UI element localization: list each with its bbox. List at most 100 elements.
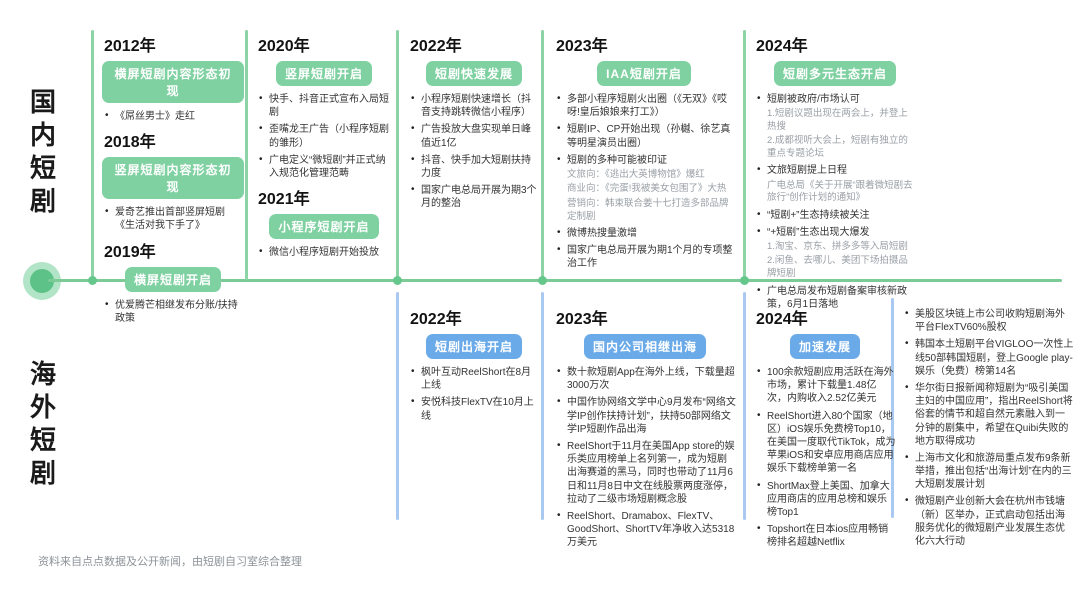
branch-top-2023	[541, 30, 544, 280]
event-list: 美股区块链上市公司收购短剧海外平台FlexTV60%股权韩国本土短剧平台VIGL…	[902, 307, 1074, 548]
year-label: 2023年	[556, 311, 608, 328]
column-domestic-2022: 2022年短剧快速发展小程序短剧快速增长（抖音支持跳转微信小程序）广告投放大盘实…	[408, 32, 540, 216]
event-list: 枫叶互动ReelShort在8月上线安悦科技FlexTV在10月上线	[408, 365, 540, 423]
column-overseas-2024: 2024年加速发展100余款短剧应用活跃在海外市场，累计下载量1.48亿次，内购…	[754, 305, 896, 554]
event-item: 爱奇艺推出首部竖屏短剧《生活对我下手了》	[105, 205, 244, 232]
event-item: 微博热搜量激增	[557, 226, 734, 240]
event-item: ReelShort、Dramabox、FlexTV、GoodShort、Shor…	[557, 509, 736, 550]
milestone-badge: 短剧出海开启	[425, 334, 522, 359]
milestone-badge: 短剧多元生态开启	[773, 61, 896, 86]
event-item: 广电总局发布短剧备案审核新政策，6月1日落地	[757, 284, 916, 311]
branch-top-2020	[245, 30, 248, 280]
event-text: 上海市文化和旅游局重点发布9条新举措，推出包括“出海计划”在内的三大短剧发展计划	[915, 452, 1072, 491]
event-item: 枫叶互动ReelShort在8月上线	[411, 365, 540, 392]
event-text: 多部小程序短剧火出圈（《无双》《哎呀!皇后娘娘来打工》）	[567, 94, 727, 119]
event-text: 安悦科技FlexTV在10月上线	[421, 397, 534, 422]
column-overseas-2024-continued: 美股区块链上市公司收购短剧海外平台FlexTV60%股权韩国本土短剧平台VIGL…	[902, 307, 1074, 553]
year-label: 2024年	[756, 311, 808, 328]
event-text: “短剧+”生态持续被关注	[767, 209, 870, 221]
event-text: 快手、抖音正式宣布入局短剧	[269, 94, 389, 119]
event-text: 华尔街日报新闻称短剧为“吸引美国主妇的中国应用”，指出ReelShort将俗套的…	[915, 382, 1073, 447]
event-text: Topshort在日本ios应用畅销榜排名超越Netflix	[767, 524, 889, 549]
event-item: 国家广电总局开展为期1个月的专项整治工作	[557, 243, 734, 270]
event-item: 优爱腾芒相继发布分账/扶持政策	[105, 298, 244, 325]
event-item: 短剧被政府/市场认可 1.短剧议题出现在两会上，并登上热搜 2.成都视听大会上，短剧…	[757, 92, 916, 160]
axis-node-2023	[538, 276, 547, 285]
event-item: 小程序短剧快速增长（抖音支持跳转微信小程序）	[411, 92, 540, 119]
event-text: 微信小程序短剧开始投放	[269, 247, 379, 259]
event-text: 歪嘴龙王广告（小程序短剧的雏形）	[269, 124, 389, 149]
event-list: 数十款短剧App在海外上线，下载量超3000万次中国作协网络文学中心9月发布“网…	[554, 365, 736, 550]
event-text: 韩国本土短剧平台VIGLOO一次性上线50部韩国短剧，登上Google play…	[915, 339, 1074, 377]
event-item: 数十款短剧App在海外上线，下载量超3000万次	[557, 365, 736, 392]
event-text: 枫叶互动ReelShort在8月上线	[421, 367, 532, 392]
year-label: 2019年	[104, 243, 156, 261]
event-text: ReelShort进入80个国家（地区）iOS娱乐免费榜Top10，在美国一度取…	[767, 410, 896, 475]
event-list: 短剧被政府/市场认可 1.短剧议题出现在两会上，并登上热搜 2.成都视听大会上，短剧…	[754, 92, 916, 311]
event-text: 中国作协网络文学中心9月发布“网络文学IP创作扶持计划”，扶持50部网络文学IP…	[567, 397, 736, 435]
event-item: 歪嘴龙王广告（小程序短剧的雏形）	[259, 122, 392, 149]
axis-node-start	[88, 276, 97, 285]
milestone-badge: 加速发展	[789, 334, 860, 359]
event-subnote: 1.短剧议题出现在两会上，并登上热搜	[767, 108, 908, 132]
event-item: 快手、抖音正式宣布入局短剧	[259, 92, 392, 119]
event-item: 中国作协网络文学中心9月发布“网络文学IP创作扶持计划”，扶持50部网络文学IP…	[557, 395, 736, 436]
axis-node-2022	[393, 276, 402, 285]
event-item: 多部小程序短剧火出圈（《无双》《哎呀!皇后娘娘来打工》）	[557, 92, 734, 119]
event-item: Topshort在日本ios应用畅销榜排名超越Netflix	[757, 522, 896, 549]
event-text: 短剧的多种可能被印证	[567, 154, 667, 166]
milestone-badge: 横屏短剧内容形态初现	[102, 61, 244, 103]
branch-bottom-2024	[743, 292, 746, 520]
year-label: 2023年	[556, 38, 608, 55]
event-list: 小程序短剧快速增长（抖音支持跳转微信小程序） 广告投放大盘实现单日峰值近1亿抖音、…	[408, 92, 540, 211]
branch-top-2024	[743, 30, 746, 280]
event-text: 微博热搜量激增	[567, 228, 637, 240]
overseas-drama-label: 海外短剧	[29, 359, 56, 488]
column-domestic-2024: 2024年短剧多元生态开启短剧被政府/市场认可 1.短剧议题出现在两会上，并登上热…	[754, 32, 916, 316]
branch-bottom-2024-cont	[891, 298, 894, 518]
event-item: “短剧+”生态持续被关注	[757, 208, 916, 222]
axis-node-2024	[740, 276, 749, 285]
event-text: ReelShort于11月在美国App store的娱乐类应用榜单上名列第一，成…	[567, 440, 735, 505]
event-text: 微短剧产业创新大会在杭州市钱塘（新）区举办，正式启动包括出海服务优化的微短剧产业…	[915, 496, 1065, 547]
milestone-badge: 国内公司相继出海	[583, 334, 706, 359]
source-note: 资料来自点点数据及公开新闻，由短剧自习室综合整理	[38, 556, 302, 568]
event-item: 《屌丝男士》走红	[105, 109, 244, 123]
event-text: 数十款短剧App在海外上线，下载量超3000万次	[567, 367, 735, 392]
event-text: 小程序短剧快速增长（抖音支持跳转微信小程序）	[421, 94, 531, 119]
year-label: 2020年	[258, 38, 310, 55]
event-item: 微信小程序短剧开始投放	[259, 245, 392, 259]
event-text: 短剧IP、CP开始出现（孙樾、徐艺真等明星演员出圈）	[567, 124, 731, 149]
event-list: 爱奇艺推出首部竖屏短剧《生活对我下手了》	[102, 205, 244, 232]
event-item: ReelShort进入80个国家（地区）iOS娱乐免费榜Top10，在美国一度取…	[757, 409, 896, 476]
year-label: 2022年	[410, 311, 462, 328]
event-list: 《屌丝男士》走红	[102, 109, 244, 123]
event-subnote: 文旅向：《逃出大英博物馆》爆红	[567, 168, 705, 180]
event-item: 短剧IP、CP开始出现（孙樾、徐艺真等明星演员出圈）	[557, 122, 734, 149]
event-item: 美股区块链上市公司收购短剧海外平台FlexTV60%股权	[905, 307, 1074, 334]
event-text: 广告投放大盘实现单日峰值近1亿	[421, 124, 531, 149]
event-text: 国家广电总局开展为期3个月的整治	[421, 185, 537, 210]
column-domestic-2023: 2023年IAA短剧开启多部小程序短剧火出圈（《无双》《哎呀!皇后娘娘来打工》）…	[554, 32, 734, 276]
year-label: 2024年	[756, 38, 808, 55]
milestone-badge: 小程序短剧开启	[269, 214, 379, 240]
event-subnote: 2.成都视听大会上，短剧有独立的重点专题论坛	[767, 135, 908, 159]
event-list: 多部小程序短剧火出圈（《无双》《哎呀!皇后娘娘来打工》） 短剧IP、CP开始出现（…	[554, 92, 734, 271]
event-text: 文旅短剧提上日程	[767, 165, 847, 177]
event-item: 微短剧产业创新大会在杭州市钱塘（新）区举办，正式启动包括出海服务优化的微短剧产业…	[905, 494, 1074, 548]
column-overseas-2023: 2023年国内公司相继出海数十款短剧App在海外上线，下载量超3000万次中国作…	[554, 305, 736, 554]
event-list: 微信小程序短剧开始投放	[256, 245, 392, 259]
column-domestic-2020-2021: 2020年竖屏短剧开启快手、抖音正式宣布入局短剧歪嘴龙王广告（小程序短剧的雏形）…	[256, 32, 392, 264]
event-text: 短剧被政府/市场认可	[767, 94, 860, 105]
event-list: 快手、抖音正式宣布入局短剧歪嘴龙王广告（小程序短剧的雏形）广电定义“微短剧”并正…	[256, 92, 392, 180]
domestic-drama-label: 国内短剧	[29, 87, 56, 216]
event-text: 抖音、快手加大短剧扶持力度	[421, 154, 531, 179]
event-item: ReelShort于11月在美国App store的娱乐类应用榜单上名列第一，成…	[557, 439, 736, 506]
event-subnote: 2.闲鱼、去哪儿、美团下场拍摄品牌短剧	[767, 255, 908, 279]
event-subnote: 营销向：韩束联合姜十七打造多部品牌定制剧	[567, 198, 729, 222]
branch-bottom-2023	[541, 292, 544, 520]
branch-top-2022	[396, 30, 399, 280]
milestone-badge: 短剧快速发展	[425, 61, 522, 86]
event-item: 安悦科技FlexTV在10月上线	[411, 395, 540, 422]
